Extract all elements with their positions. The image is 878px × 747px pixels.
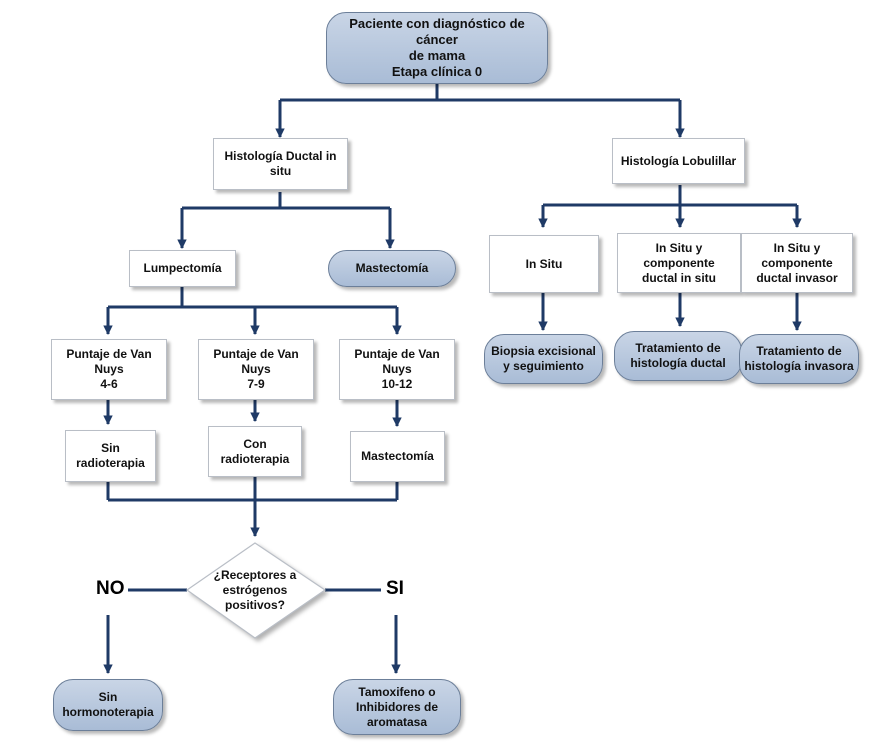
node-mastectomia-ductal: Mastectomía (328, 250, 456, 287)
node-in-situ-ductal-invasor: In Situ y componente ductal invasor (741, 233, 853, 293)
node-van-nuys-7-9: Puntaje de Van Nuys 7-9 (198, 339, 314, 400)
node-histologia-lobulillar: Histología Lobulillar (612, 138, 745, 184)
node-van-nuys-10-12: Puntaje de Van Nuys 10-12 (339, 339, 455, 400)
node-tamoxifeno: Tamoxifeno o Inhibidores de aromatasa (333, 679, 461, 735)
decision-receptores-label: ¿Receptores a estrógenos positivos? (213, 567, 297, 612)
node-lumpectomia: Lumpectomía (129, 250, 236, 287)
node-in-situ: In Situ (489, 235, 599, 293)
node-mastectomia-van-nuys: Mastectomía (350, 431, 445, 482)
node-histologia-ductal: Histología Ductal in situ (213, 138, 348, 190)
decision-diamond (185, 542, 327, 639)
node-tratamiento-invasora: Tratamiento de histología invasora (739, 334, 859, 384)
node-root: Paciente con diagnóstico de cáncer de ma… (326, 12, 548, 84)
node-tratamiento-ductal: Tratamiento de histología ductal (614, 331, 742, 381)
label-no: NO (96, 578, 125, 599)
node-con-radioterapia: Con radioterapia (208, 426, 302, 477)
node-in-situ-ductal-in-situ: In Situ y componente ductal in situ (617, 233, 741, 293)
node-biopsia: Biopsia excisional y seguimiento (484, 334, 603, 384)
node-van-nuys-4-6: Puntaje de Van Nuys 4-6 (51, 339, 167, 400)
node-sin-hormonoterapia: Sin hormonoterapia (53, 679, 163, 731)
node-sin-radioterapia: Sin radioterapia (65, 430, 156, 482)
label-si: SI (386, 578, 404, 599)
